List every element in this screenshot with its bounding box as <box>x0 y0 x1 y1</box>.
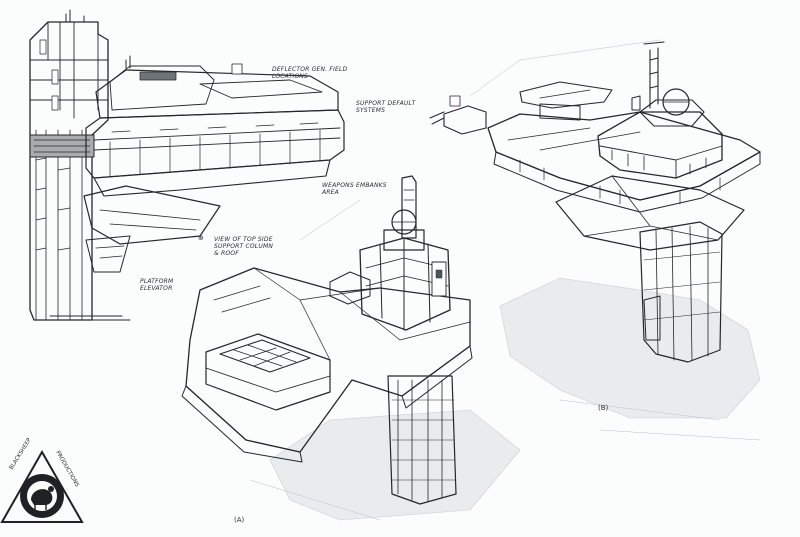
view-marker-right: (B) <box>598 404 609 412</box>
annotation-deflector-line1: DEFLECTOR GEN. FIELD <box>272 66 348 73</box>
view-marker-bottom: (A) <box>234 516 245 524</box>
blacksheep-logo: BLACKSHEEP PRODUCTIONS <box>0 437 84 523</box>
annotation-support-line2: SYSTEMS <box>356 107 386 114</box>
right-platform-sketch <box>429 41 761 419</box>
annotation-support-line1: SUPPORT DEFAULT <box>356 100 416 107</box>
center-platform-sketch <box>181 175 521 521</box>
annotation-elevator-line1: PLATFORM <box>140 278 174 285</box>
annotation-center-line3: & ROOF <box>214 250 239 257</box>
annotation-weapons-line2: AREA <box>322 189 339 196</box>
annotation-support: SUPPORT DEFAULT SYSTEMS <box>356 100 416 114</box>
annotation-center: VIEW OF TOP SIDE SUPPORT COLUMN & ROOF <box>214 236 273 257</box>
annotation-center-line1: VIEW OF TOP SIDE <box>214 236 273 243</box>
annotation-deflector: DEFLECTOR GEN. FIELD LOCATIONS <box>272 66 347 80</box>
annotation-center-line2: SUPPORT COLUMN <box>214 243 274 250</box>
annotation-weapons-line1: WEAPONS EMBANKS <box>322 182 387 189</box>
annotation-weapons: WEAPONS EMBANKS AREA <box>322 182 387 196</box>
annotation-elevator: PLATFORM ELEVATOR <box>140 278 173 292</box>
logo-text-left: BLACKSHEEP <box>9 437 34 471</box>
left-platform-sketch <box>29 9 345 321</box>
annotation-deflector-line2: LOCATIONS <box>272 73 308 80</box>
view-marker-center: ⊕ <box>198 234 204 242</box>
annotation-elevator-line2: ELEVATOR <box>140 285 173 292</box>
construction-lines <box>249 39 761 521</box>
